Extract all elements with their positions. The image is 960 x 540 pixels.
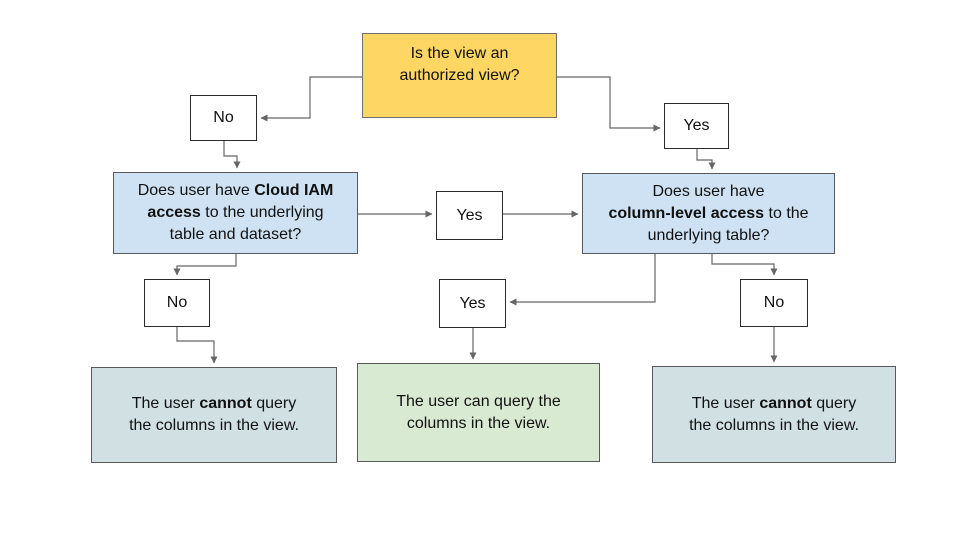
branch-label-yes-2: Yes [439,279,506,328]
edge-qcol-to-yes2 [509,254,656,306]
edge-qiam-to-no2 [173,254,237,276]
edge-no1-to-qiam [223,141,241,169]
branch-label-yes-middle: Yes [436,191,503,240]
node-label: Yes [683,117,710,134]
node-label: No [213,109,234,126]
edge-root-to-yes1 [557,76,661,132]
branch-label-yes-1: Yes [664,103,729,149]
node-label: Yes [459,294,486,312]
edge-root-to-no1 [260,76,362,122]
branch-label-no-3: No [740,279,808,327]
node-label: Yes [456,206,483,224]
edge-yes1-to-qcol [696,149,716,170]
edge-no2-to-outleft [176,327,218,364]
node-label: No [166,294,188,311]
branch-label-no-2: No [144,279,210,327]
branch-label-no-1: No [190,95,257,141]
edge-qcol-to-no3 [711,254,778,276]
node-label: No [763,294,785,311]
